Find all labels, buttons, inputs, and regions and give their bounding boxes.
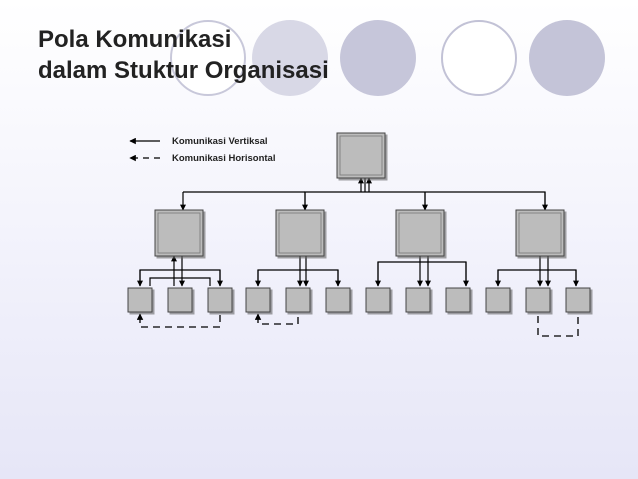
org-box-level3-2 <box>167 287 193 313</box>
legend-vertical-label: Komunikasi Vertiksal <box>172 136 268 147</box>
org-box-level2-4 <box>515 209 565 257</box>
org-box-level3-9 <box>445 287 471 313</box>
org-box-level3-11 <box>525 287 551 313</box>
horizontal-arrowheads <box>136 313 262 320</box>
org-box-level3-6 <box>325 287 351 313</box>
decorative-circle-1 <box>252 20 328 96</box>
org-box-level3-4 <box>245 287 271 313</box>
decorative-circle-4 <box>529 20 605 96</box>
title-line-2: dalam Stuktur Organisasi <box>38 57 329 84</box>
org-box-level3-7 <box>365 287 391 313</box>
org-box-level2-1 <box>154 209 204 257</box>
legend-horizontal-label: Komunikasi Horisontal <box>172 153 276 164</box>
title-line-1: Pola Komunikasi <box>38 26 232 53</box>
org-box-top <box>336 132 386 179</box>
org-box-level3-3 <box>207 287 233 313</box>
decorative-circle-5 <box>170 20 246 96</box>
box-bevels <box>157 135 562 254</box>
slide-title: Pola Komunikasi dalam Stuktur Organisasi <box>38 24 329 86</box>
horizontal-communication-lines <box>139 312 579 337</box>
decorative-circle-2 <box>340 20 416 96</box>
org-box-level3-5 <box>285 287 311 313</box>
decorative-circle-3 <box>441 20 517 96</box>
org-box-level3-8 <box>405 287 431 313</box>
connectors <box>137 177 579 287</box>
org-box-level3-12 <box>565 287 591 313</box>
org-box-level2-2 <box>275 209 325 257</box>
org-box-level3-10 <box>485 287 511 313</box>
org-box-level2-3 <box>395 209 445 257</box>
org-box-level3-1 <box>127 287 153 313</box>
